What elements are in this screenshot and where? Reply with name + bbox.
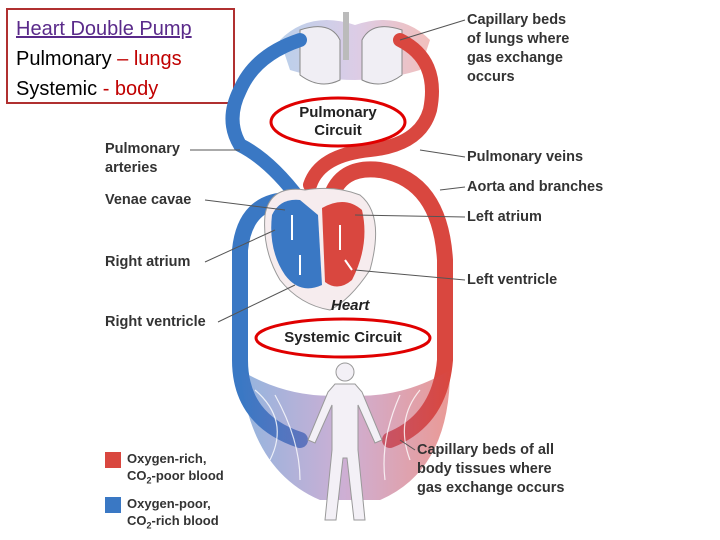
label-aorta-branches: Aorta and branches [467,179,604,195]
label-right-ventricle: Right ventricle [105,314,206,330]
legend-oxygen-poor-text: Oxygen-poor, CO2-rich blood [127,496,219,531]
pulmonary-arteries [225,33,307,207]
systemic-circuit-ring [254,317,432,359]
title-box: Heart Double Pump Pulmonary – lungs Syst… [6,8,235,104]
label-left-atrium: Left atrium [467,209,542,225]
title-systemic-line: Systemic - body [16,78,159,100]
label-capillary-lungs: Capillary beds of lungs where gas exchan… [467,12,570,85]
label-pulmonary-arteries: Pulmonary arteries [105,141,180,176]
label-pulmonary-veins: Pulmonary veins [467,149,584,165]
label-left-ventricle: Left ventricle [467,272,558,288]
pulmonary-circuit-label: Pulmonary Circuit [299,104,377,139]
title-pulmonary-line: Pulmonary – lungs [16,48,182,70]
legend-oxygen-poor-swatch [105,497,121,513]
body-capillary-bed [240,362,450,521]
label-heart: Heart [331,297,370,314]
pulmonary-veins [303,33,439,192]
legend-oxygen-rich-text: Oxygen-rich, CO2-poor blood [127,451,224,486]
systemic-circuit-label: Systemic Circuit [284,329,402,346]
lung-capillary-bed [280,12,430,85]
heart [264,187,377,311]
label-right-atrium: Right atrium [105,254,191,270]
title-heart-double-pump: Heart Double Pump [16,18,192,40]
legend-oxygen-rich-swatch [105,452,121,468]
label-venae-cavae: Venae cavae [105,192,192,208]
label-capillary-body: Capillary beds of all body tissues where… [417,442,565,496]
pulmonary-circuit-ring [269,96,407,148]
leader-lines [190,19,466,451]
